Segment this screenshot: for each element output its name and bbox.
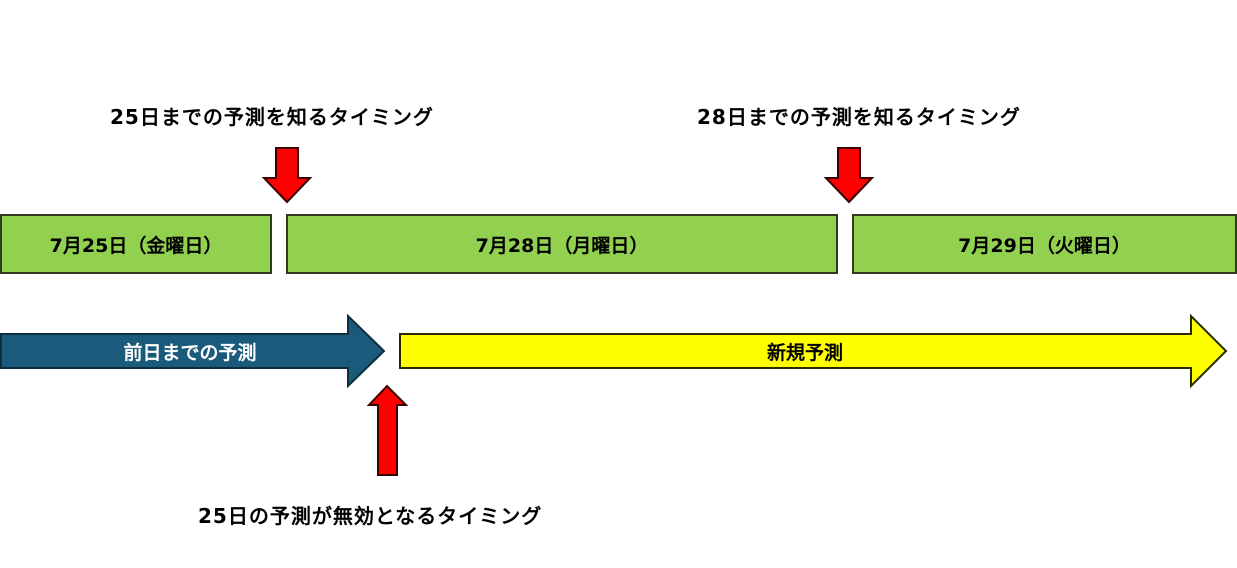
caption-know-28-forecast: 28日までの予測を知るタイミング [697, 105, 1021, 129]
caption-know-25-forecast: 25日までの予測を知るタイミング [110, 105, 434, 129]
day-label: 7月25日（金曜日） [49, 234, 223, 257]
day-label: 7月29日（火曜日） [958, 234, 1131, 257]
previous-forecast-label: 前日までの予測 [123, 341, 257, 364]
day-label: 7月28日（月曜日） [475, 234, 649, 257]
new-forecast-label: 新規予測 [766, 341, 843, 364]
day-box-jul-28: 7月28日（月曜日） [286, 214, 838, 274]
down-arrow-icon [261, 147, 313, 204]
day-box-jul-29: 7月29日（火曜日） [852, 214, 1237, 274]
caption-25-forecast-invalid: 25日の予測が無効となるタイミング [198, 504, 543, 528]
day-box-jul-25: 7月25日（金曜日） [0, 214, 272, 274]
new-forecast-arrow [399, 313, 1228, 389]
down-arrow-icon [823, 147, 875, 204]
up-arrow-icon [366, 384, 409, 476]
previous-forecast-arrow [0, 313, 386, 389]
